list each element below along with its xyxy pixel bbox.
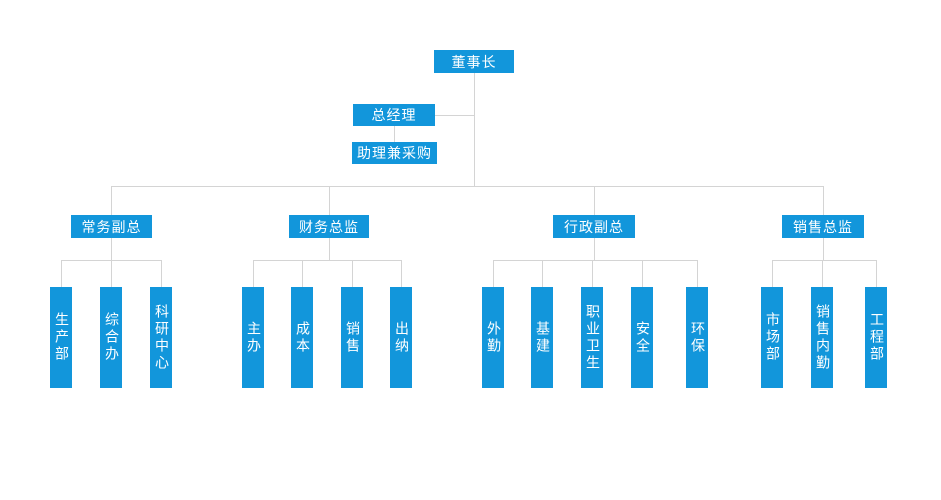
node-dept-cost: 成本 — [291, 287, 313, 388]
node-chairman: 董事长 — [434, 50, 514, 73]
connector-gm-horizontal — [435, 115, 474, 116]
node-dept-general-office: 综合办 — [100, 287, 122, 388]
node-dept-safety: 安全 — [631, 287, 653, 388]
connector-group4-horizontal — [772, 260, 876, 261]
connector-leaf-stub — [61, 260, 62, 287]
connector-branch1-drop — [111, 186, 112, 215]
node-branch-admin-deputy: 行政副总 — [553, 215, 635, 238]
connector-group3-horizontal — [493, 260, 697, 261]
connector-leaf-stub — [772, 260, 773, 287]
connector-branch2-down — [329, 238, 330, 260]
node-branch-finance-director: 财务总监 — [289, 215, 369, 238]
node-dept-field-work: 外勤 — [482, 287, 504, 388]
node-branch-executive-deputy: 常务副总 — [71, 215, 152, 238]
node-dept-sales-support: 销售内勤 — [811, 287, 833, 388]
connector-group2-horizontal — [253, 260, 401, 261]
connector-leaf-stub — [592, 260, 593, 287]
connector-leaf-stub — [493, 260, 494, 287]
node-branch-sales-director: 销售总监 — [782, 215, 864, 238]
node-general-manager: 总经理 — [353, 104, 435, 126]
connector-branch2-drop — [329, 186, 330, 215]
node-assistant-procurement: 助理兼采购 — [352, 142, 437, 164]
connector-leaf-stub — [253, 260, 254, 287]
node-dept-environment: 环保 — [686, 287, 708, 388]
node-dept-market-dept: 市场部 — [761, 287, 783, 388]
node-dept-sales-accounting: 销售 — [341, 287, 363, 388]
connector-branch3-down — [594, 238, 595, 260]
node-dept-occupational-health: 职业卫生 — [581, 287, 603, 388]
connector-leaf-stub — [352, 260, 353, 287]
node-dept-cashier: 出纳 — [390, 287, 412, 388]
connector-branch1-down — [111, 238, 112, 260]
connector-gm-assistant — [394, 126, 395, 142]
connector-leaf-stub — [642, 260, 643, 287]
connector-main-horizontal — [111, 186, 823, 187]
connector-leaf-stub — [401, 260, 402, 287]
connector-leaf-stub — [697, 260, 698, 287]
connector-leaf-stub — [542, 260, 543, 287]
connector-leaf-stub — [876, 260, 877, 287]
connector-root-vertical — [474, 73, 475, 186]
connector-leaf-stub — [111, 260, 112, 287]
connector-branch3-drop — [594, 186, 595, 215]
node-dept-infrastructure: 基建 — [531, 287, 553, 388]
connector-leaf-stub — [302, 260, 303, 287]
node-dept-research-center: 科研中心 — [150, 287, 172, 388]
connector-leaf-stub — [822, 260, 823, 287]
connector-branch4-drop — [823, 186, 824, 215]
node-dept-engineering-dept: 工程部 — [865, 287, 887, 388]
node-dept-production-dept: 生产部 — [50, 287, 72, 388]
connector-leaf-stub — [161, 260, 162, 287]
node-dept-chief-accounting: 主办 — [242, 287, 264, 388]
connector-branch4-down — [823, 238, 824, 260]
